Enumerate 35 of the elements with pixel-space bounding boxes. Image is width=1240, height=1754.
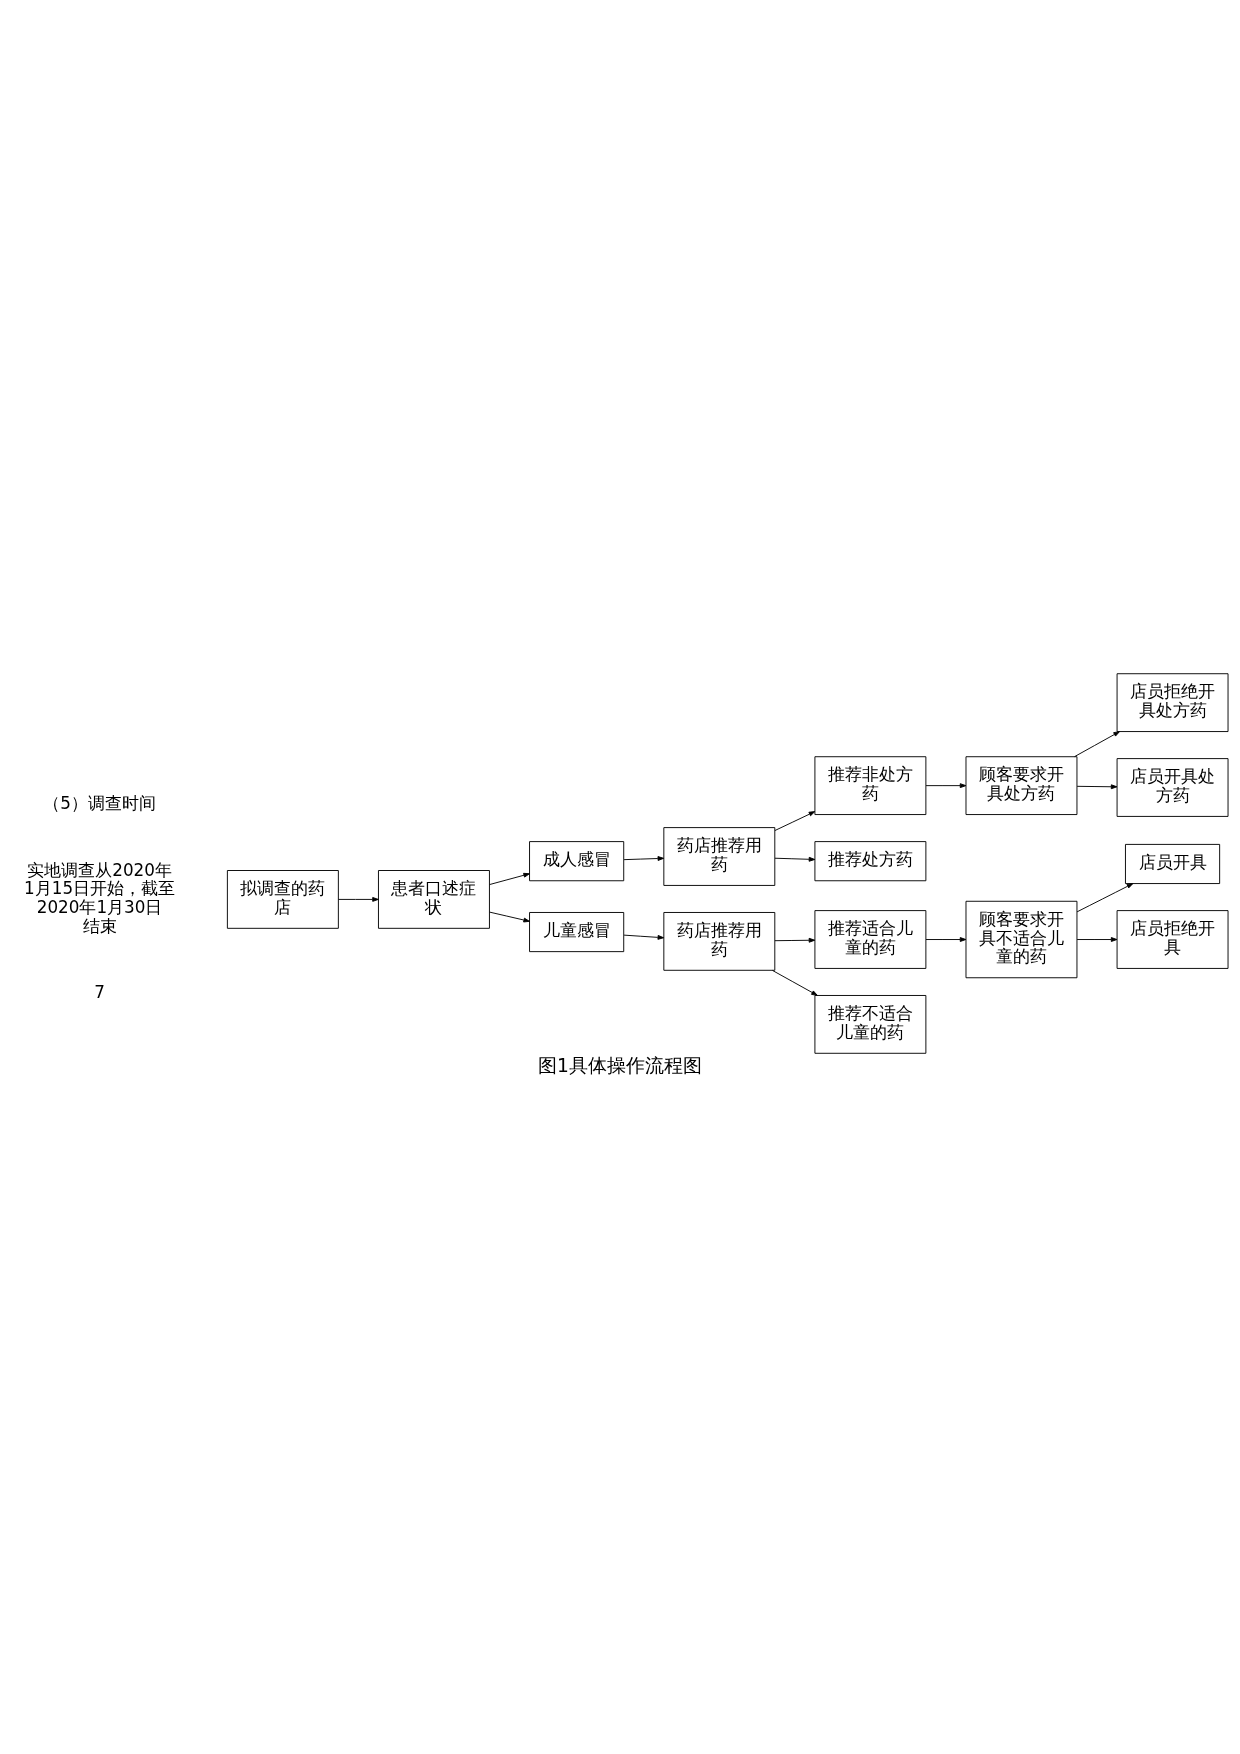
node-box: 药店推荐用药	[663, 911, 776, 971]
arrow	[623, 934, 665, 940]
arrow	[925, 782, 967, 788]
caption: 图1具体操作流程图	[538, 1054, 702, 1076]
arrow	[771, 969, 818, 996]
arrow	[1076, 783, 1118, 789]
arrow	[338, 896, 379, 902]
arrow	[1076, 936, 1118, 942]
arrow	[489, 911, 530, 922]
label: 实地调查从2020年1月15日开始，截至2020年1月30日结束	[24, 859, 176, 935]
node-box: 推荐不适合儿童的药	[814, 994, 927, 1054]
arrow	[1076, 882, 1134, 912]
node-box: 顾客要求开具不适合儿童的药	[965, 900, 1078, 978]
node-box: 推荐处方药	[814, 840, 927, 881]
node-box: 拟调查的药店	[226, 869, 339, 929]
label: （5）调查时间	[43, 792, 156, 813]
node-box: 店员开具	[1125, 843, 1221, 884]
node-box: 店员拒绝开具	[1116, 909, 1229, 969]
arrow	[623, 855, 665, 861]
node-box: 成人感冒	[529, 840, 625, 881]
arrow	[489, 872, 530, 885]
label: 7	[94, 981, 105, 1002]
node-box: 推荐非处方药	[814, 755, 927, 815]
node-box: 店员拒绝开具处方药	[1116, 672, 1229, 732]
arrow	[774, 937, 816, 943]
arrow	[774, 856, 816, 862]
node-box: 顾客要求开具处方药	[965, 755, 1078, 815]
arrow	[774, 810, 816, 831]
node-box: 推荐适合儿童的药	[814, 909, 927, 969]
node-box: 药店推荐用药	[663, 826, 776, 886]
arrow	[925, 936, 967, 942]
arrow	[1074, 730, 1120, 757]
node-box: 患者口述症状	[378, 869, 490, 929]
node-box: 店员开具处方药	[1116, 757, 1229, 817]
node-box: 儿童感冒	[529, 911, 625, 952]
